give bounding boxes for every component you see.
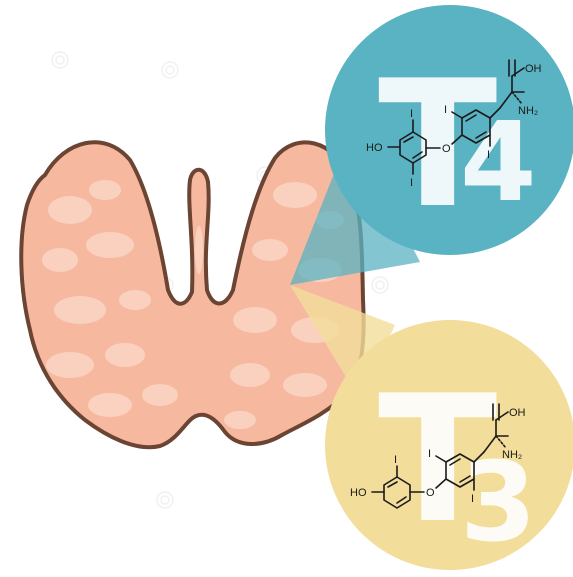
t4-letter-t: T	[378, 44, 497, 247]
t4-iodine-1: I	[410, 108, 413, 120]
gland-texture	[42, 180, 344, 429]
t4-structure: HO I I O I I OH	[366, 59, 542, 189]
t4-hydroxyl-label: HO	[366, 142, 383, 154]
t3-hydroxyl-label: HO	[350, 487, 367, 499]
t4-callout: T 4 HO I I O I I	[290, 5, 573, 285]
t4-acid-label: OH	[525, 63, 542, 75]
t3-subscript: 3	[460, 438, 537, 566]
t4-iodine-2: I	[410, 177, 413, 189]
t4-bubble	[325, 5, 573, 255]
t3-iodine-1: I	[394, 454, 397, 466]
t4-amine-label: NH₂	[518, 105, 538, 117]
t4-ether-label: O	[442, 143, 451, 155]
t3-iodine-2: I	[428, 448, 431, 460]
t4-iodine-4: I	[487, 149, 490, 161]
t4-subscript: 4	[460, 98, 537, 226]
t3-amine-label: NH₂	[502, 449, 522, 461]
t3-bubble	[325, 320, 573, 570]
t3-iodine-3: I	[471, 493, 474, 505]
t3-structure: HO I O I I OH NH₂	[350, 403, 526, 509]
t4-iodine-3: I	[444, 104, 447, 116]
t3-acid-label: OH	[509, 407, 526, 419]
t3-ether-label: O	[426, 487, 435, 499]
t3-callout: T 3 HO I O I I	[290, 285, 573, 570]
t3-letter-t: T	[378, 359, 497, 562]
